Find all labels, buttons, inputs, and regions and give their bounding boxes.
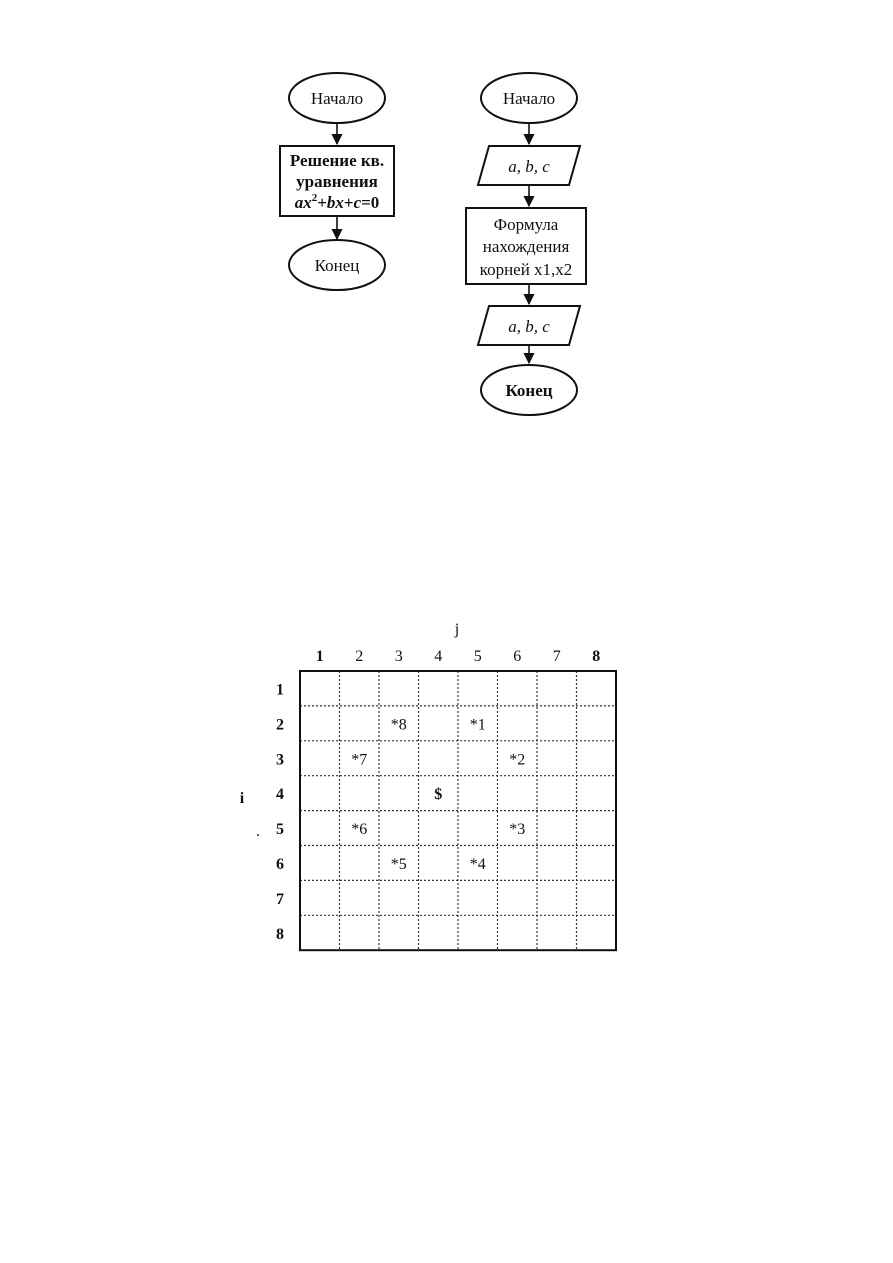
right-process-node [465, 207, 587, 285]
column-labels: 1 2 3 4 5 6 7 8 [316, 648, 601, 665]
right-process-line-3: корней x1,x2 [480, 260, 573, 279]
col-label: 8 [592, 648, 600, 665]
flowchart-left: Начало Решение кв. уравнения ax2+bx+c=0 … [279, 72, 395, 291]
row-label: 7 [276, 891, 284, 908]
cell-star-mark: *3 [509, 821, 525, 838]
right-start-label: Начало [503, 89, 555, 108]
cell-marks: *8 *1 *7 *2 $ *6 *3 *5 *4 [351, 716, 525, 873]
row-label: 1 [276, 681, 284, 698]
col-axis-label: j [454, 621, 459, 638]
row-label: 4 [276, 786, 284, 803]
flowchart-right: Начало a, b, c Формула нахождения корней… [465, 72, 587, 416]
cell-star-mark: *5 [391, 856, 407, 873]
right-end-label: Конец [505, 381, 552, 400]
right-input-node [476, 145, 582, 186]
right-input-label: a, b, c [508, 157, 550, 176]
row-label: 3 [276, 751, 284, 768]
col-label: 1 [316, 648, 324, 665]
cell-star-mark: *7 [351, 751, 367, 768]
row-axis-label: i [240, 790, 245, 807]
right-end-node [480, 364, 578, 416]
row-label: 8 [276, 926, 284, 943]
row-label: 6 [276, 856, 284, 873]
cell-star-mark: *6 [351, 821, 367, 838]
left-process-line-2: уравнения [296, 172, 378, 191]
col-label: 3 [395, 648, 403, 665]
right-output-label: a, b, c [508, 317, 550, 336]
cell-star-mark: *4 [470, 856, 486, 873]
col-label: 5 [474, 648, 482, 665]
col-label: 2 [355, 648, 363, 665]
right-process-line-1: Формула [494, 215, 559, 234]
grid-lines [299, 670, 617, 952]
right-process-line-2: нахождения [483, 237, 570, 256]
left-start-label: Начало [311, 89, 363, 108]
left-end-node [288, 239, 386, 291]
col-label: 4 [434, 648, 442, 665]
row-label: 2 [276, 716, 284, 733]
left-end-label: Конец [315, 256, 360, 275]
right-output-node [476, 305, 582, 346]
stray-mark: . [256, 823, 260, 840]
cell-star-mark: *1 [470, 716, 486, 733]
row-label: 5 [276, 821, 284, 838]
left-process-equation: ax2+bx+c=0 [295, 192, 380, 212]
grid-border [299, 670, 617, 952]
row-labels: 1 2 3 4 5 6 7 8 [276, 681, 284, 942]
cell-dollar-mark: $ [434, 786, 442, 803]
cell-star-mark: *8 [391, 716, 407, 733]
left-process-line-1: Решение кв. [290, 151, 384, 170]
col-label: 7 [553, 648, 561, 665]
col-label: 6 [513, 648, 521, 665]
cell-star-mark: *2 [509, 751, 525, 768]
left-process-node [279, 145, 395, 217]
